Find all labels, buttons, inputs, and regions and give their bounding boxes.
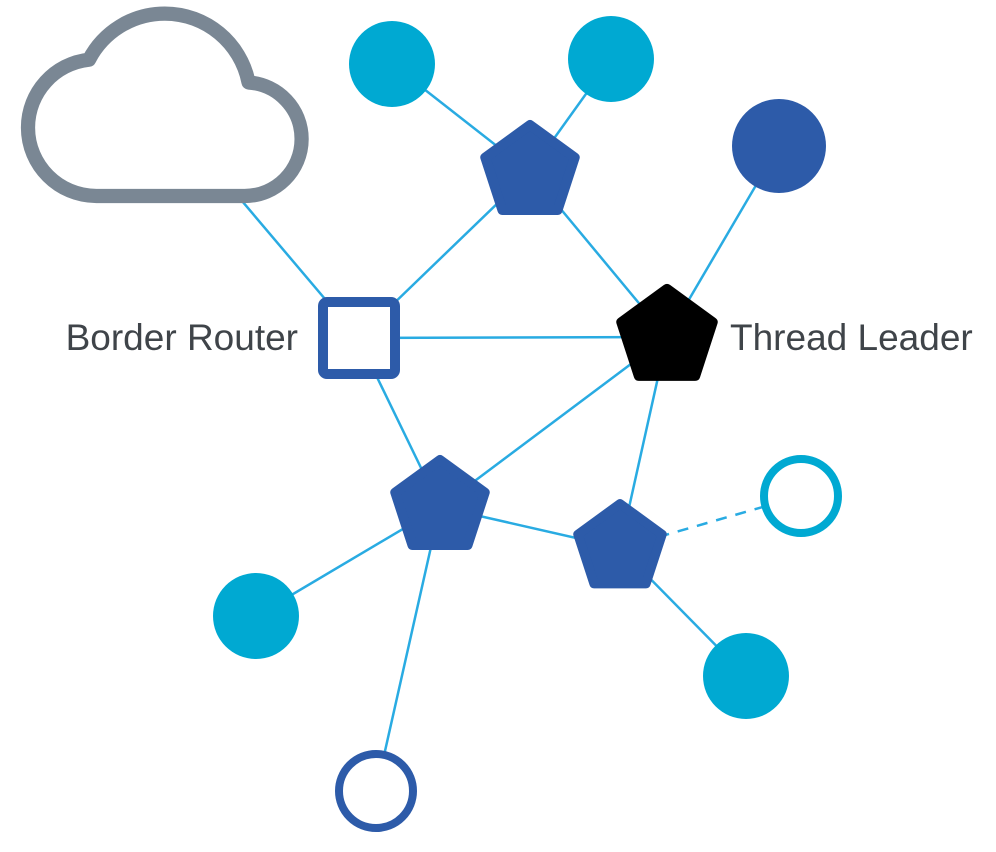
end-device-left — [213, 573, 299, 659]
link-bottom-left-router-outlined-blue-device — [374, 506, 442, 792]
blue-device-top-right — [732, 99, 826, 193]
router-node-bottom-left — [395, 460, 484, 545]
sleepy-end-device-outlined-cyan — [760, 455, 842, 537]
router-nodes — [395, 125, 662, 584]
router-node-top — [485, 125, 574, 210]
outlined-blue-device-bottom — [335, 750, 417, 832]
thread-leader-node — [621, 289, 712, 376]
border-router-label: Border Router — [66, 317, 298, 358]
end-device-nodes — [213, 16, 789, 719]
thread-leader-label: Thread Leader — [730, 317, 973, 358]
end-device-top-left — [349, 21, 435, 107]
border-router-node — [318, 297, 400, 379]
internet-cloud-icon — [20, 6, 309, 204]
end-device-bottom-right — [703, 633, 789, 719]
cloud-shape — [20, 6, 309, 204]
link-thread-leader-bottom-left-router — [439, 335, 668, 509]
end-device-top-right — [568, 16, 654, 102]
link-border-router-thread-leader — [357, 335, 668, 340]
router-node-bottom-right — [578, 504, 662, 584]
